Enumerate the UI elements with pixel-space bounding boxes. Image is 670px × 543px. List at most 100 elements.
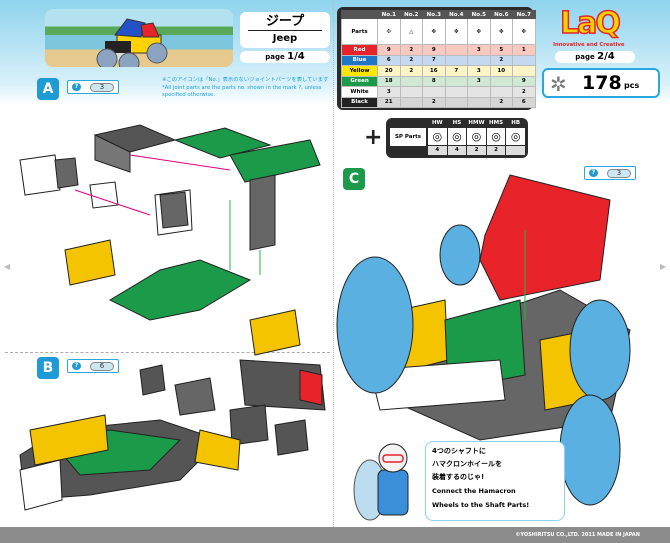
- speech-jp-line: 装着するのじゃ!: [432, 473, 485, 481]
- count-cell: 6: [377, 54, 401, 66]
- professor-character: [353, 443, 409, 521]
- count-cell: 6: [512, 96, 536, 108]
- count-cell: 3: [467, 44, 491, 56]
- sp-count-cell: 4: [428, 146, 447, 155]
- count-cell: 2: [399, 44, 423, 56]
- parts-shape-row: Parts ✣△ ✥✥ ✥✥ ✥: [341, 18, 536, 45]
- joint-part-icon-b: ?6: [67, 359, 119, 373]
- count-cell: 2: [489, 96, 513, 108]
- sp-column-header: HMS: [489, 120, 504, 126]
- joint-number: 6: [90, 361, 114, 371]
- count-cell: [444, 96, 468, 108]
- page-number: 2/4: [597, 51, 615, 62]
- count-cell: 8: [422, 75, 446, 87]
- sp-parts-label: SP Parts: [390, 128, 426, 146]
- count-cell: 10: [489, 65, 513, 77]
- logo-tagline: Innovative and Creative: [553, 42, 625, 48]
- sp-column-header: HW: [431, 120, 443, 126]
- part-shape-icon: ✥: [467, 18, 491, 45]
- count-cell: 1: [512, 44, 536, 56]
- count-cell: 2: [489, 54, 513, 66]
- count-cell: [399, 96, 423, 108]
- sp-part-column: HW ◎4: [428, 120, 447, 156]
- joint-part-icon-a: ?3: [67, 80, 119, 94]
- color-label: Yellow: [341, 65, 378, 77]
- piece-unit: pcs: [624, 81, 640, 90]
- sp-count-cell: 2: [486, 146, 506, 155]
- page-number: 1/4: [287, 51, 305, 62]
- step-c-badge: C: [343, 168, 365, 190]
- pieces-icon: ✲: [550, 72, 567, 96]
- part-shape-icon: ✥: [422, 18, 446, 45]
- count-cell: [399, 75, 423, 87]
- sp-count-cell: [506, 146, 525, 155]
- sp-part-column: HB◎: [506, 120, 525, 156]
- page-prefix: page: [265, 53, 285, 61]
- part-shape-icon: ✥: [489, 18, 513, 45]
- part-shape-icon: ✣: [377, 18, 401, 45]
- column-header: No.4: [444, 10, 468, 19]
- color-label: White: [341, 86, 378, 98]
- step-c-diagram: [336, 174, 631, 506]
- color-label: Black: [341, 96, 378, 108]
- step-a-diagram: [19, 124, 321, 356]
- note-english: *All joint parts are the parts no. shown…: [162, 84, 322, 99]
- laq-logo: LaQ: [559, 6, 621, 41]
- count-cell: 2: [422, 96, 446, 108]
- color-label: Blue: [341, 54, 378, 66]
- count-cell: 9: [377, 44, 401, 56]
- jeep-photo: [45, 9, 233, 67]
- part-shape-icon: △: [399, 18, 423, 45]
- page-divider: [333, 0, 334, 527]
- question-icon: ?: [589, 169, 598, 177]
- joint-number: 3: [607, 168, 631, 178]
- page-indicator-right: page 2/4: [555, 51, 635, 63]
- count-cell: 16: [422, 65, 446, 77]
- sp-part-column: HMS ◎2: [486, 120, 506, 156]
- sp-count-cell: 2: [467, 146, 486, 155]
- count-cell: [512, 54, 536, 66]
- column-header: No.3: [422, 10, 446, 19]
- parts-table-header: No.1 No.2 No.3 No.4 No.5 No.6 No.7: [341, 10, 536, 19]
- count-cell: 5: [489, 44, 513, 56]
- piece-count: 178: [582, 72, 622, 94]
- count-cell: 9: [422, 44, 446, 56]
- count-cell: 21: [377, 96, 401, 108]
- step-separator: [5, 352, 330, 353]
- column-header: No.6: [489, 10, 513, 19]
- speech-jp-line: ハマクロンホイールを: [432, 460, 502, 468]
- page-prefix: page: [575, 53, 595, 61]
- sp-column-header: HMW: [468, 120, 485, 126]
- prev-page-arrow-icon[interactable]: ◀: [4, 262, 11, 271]
- next-page-arrow-icon[interactable]: ▶: [660, 262, 667, 271]
- sp-count-cell: 4: [447, 146, 467, 155]
- count-cell: 2: [399, 54, 423, 66]
- count-cell: [444, 75, 468, 87]
- part-shape-icon: ✥: [444, 18, 468, 45]
- count-cell: 2: [512, 86, 536, 98]
- column-header: No.7: [512, 10, 536, 19]
- speech-bubble: 4つのシャフトに ハマクロンホイールを 装着するのじゃ! Connect the…: [425, 441, 565, 521]
- title-box: ジープ Jeep: [240, 12, 330, 48]
- count-cell: 3: [467, 75, 491, 87]
- sp-part-icon: ◎: [428, 128, 447, 145]
- count-cell: 9: [512, 75, 536, 87]
- count-cell: [467, 54, 491, 66]
- plus-icon: +: [364, 125, 383, 150]
- page-indicator-left: page 1/4: [240, 51, 330, 63]
- count-cell: [467, 86, 491, 98]
- joint-note: ※このアイコンは「No.」表示のないジョイントパーツを表しています *All j…: [162, 77, 334, 100]
- color-label: Green: [341, 75, 378, 87]
- jeep-photo-illustration: [96, 18, 168, 67]
- part-shape-icon: ✥: [512, 18, 536, 45]
- sp-part-icon: ◎: [486, 128, 506, 145]
- joint-part-icon-c: ?3: [584, 166, 636, 180]
- joint-number: 3: [90, 82, 114, 92]
- question-icon: ?: [72, 83, 81, 91]
- question-icon: ?: [72, 362, 81, 370]
- count-cell: 7: [444, 65, 468, 77]
